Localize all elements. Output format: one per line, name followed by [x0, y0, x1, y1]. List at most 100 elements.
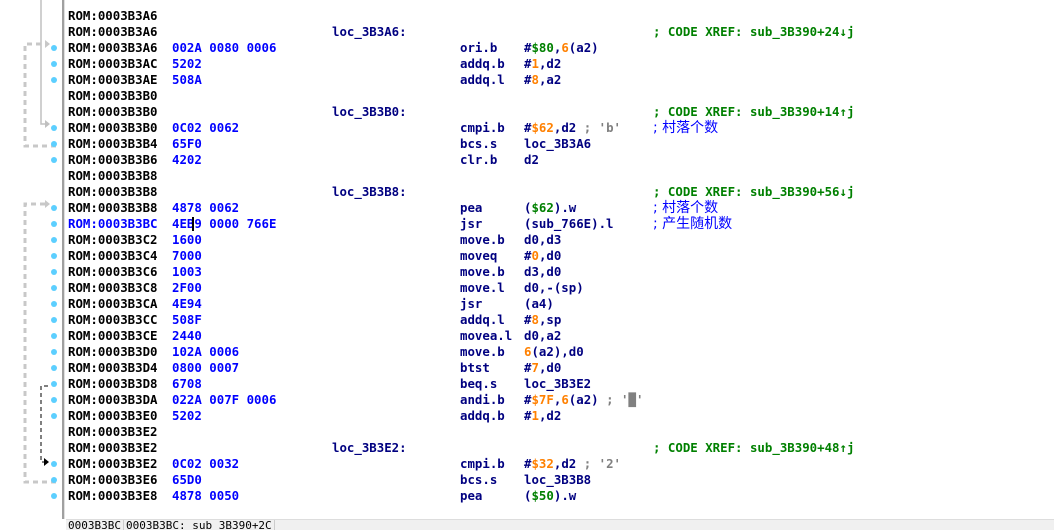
gutter-divider[interactable]	[62, 0, 65, 519]
label-line[interactable]: ROM:0003B3B8 loc_3B3B8: ; CODE XREF: sub_3…	[68, 184, 1054, 200]
operands[interactable]: #$80,6(a2)	[524, 40, 599, 56]
address[interactable]: ROM:0003B3AC	[68, 56, 158, 71]
operands[interactable]: d0,a2	[524, 328, 561, 344]
xref-comment[interactable]: ; CODE XREF: sub_3B390+48↑j	[653, 440, 855, 455]
address[interactable]: ROM:0003B3E6	[68, 472, 158, 487]
address[interactable]: ROM:0003B3E2	[68, 424, 158, 439]
operands[interactable]: loc_3B3A6	[524, 136, 591, 152]
address[interactable]: ROM:0003B3E0	[68, 408, 158, 423]
operands[interactable]: #$62,d2 ; 'b'	[524, 120, 621, 136]
operands[interactable]: 6(a2),d0	[524, 344, 584, 360]
address[interactable]: ROM:0003B3CA	[68, 296, 158, 311]
operands[interactable]: ($50).w	[524, 488, 576, 504]
breakpoint-dot-icon[interactable]	[51, 397, 57, 403]
address[interactable]: ROM:0003B3B8	[68, 200, 158, 215]
address[interactable]: ROM:0003B3A6	[68, 24, 158, 39]
address[interactable]: ROM:0003B3C8	[68, 280, 158, 295]
label-line[interactable]: ROM:0003B3A6 loc_3B3A6: ; CODE XREF: sub_3…	[68, 24, 1054, 40]
xref-comment[interactable]: ; CODE XREF: sub_3B390+24↓j	[653, 24, 855, 39]
breakpoint-dot-icon[interactable]	[51, 317, 57, 323]
address[interactable]: ROM:0003B3B0	[68, 120, 158, 135]
address[interactable]: ROM:0003B3E2	[68, 456, 158, 471]
code-label[interactable]: loc_3B3B8:	[332, 184, 407, 199]
operands[interactable]: d0,-(sp)	[524, 280, 584, 296]
breakpoint-dot-icon[interactable]	[51, 221, 57, 227]
label-line[interactable]: ROM:0003B3E2 loc_3B3E2: ; CODE XREF: sub_3…	[68, 440, 1054, 456]
operands[interactable]: ($62).w	[524, 200, 576, 216]
breakpoint-dot-icon[interactable]	[51, 477, 57, 483]
breakpoint-dot-icon[interactable]	[51, 253, 57, 259]
address[interactable]: ROM:0003B3AE	[68, 72, 158, 87]
address[interactable]: ROM:0003B3B8	[68, 184, 158, 199]
breakpoint-dot-icon[interactable]	[51, 205, 57, 211]
address[interactable]: ROM:0003B3DA	[68, 392, 158, 407]
breakpoint-dot-icon[interactable]	[51, 269, 57, 275]
breakpoint-dot-icon[interactable]	[51, 237, 57, 243]
breakpoint-dot-icon[interactable]	[51, 45, 57, 51]
address[interactable]: ROM:0003B3C4	[68, 248, 158, 263]
breakpoint-dot-icon[interactable]	[51, 301, 57, 307]
breakpoint-dot-icon[interactable]	[51, 493, 57, 499]
code-label[interactable]: loc_3B3B0:	[332, 104, 407, 119]
operands[interactable]: #1,d2	[524, 56, 561, 72]
breakpoint-dot-icon[interactable]	[51, 461, 57, 467]
address[interactable]: ROM:0003B3A6	[68, 40, 158, 55]
code-label[interactable]: loc_3B3E2:	[332, 440, 407, 455]
xref-comment[interactable]: ; CODE XREF: sub_3B390+14↑j	[653, 104, 855, 119]
operands[interactable]: loc_3B3B8	[524, 472, 591, 488]
operands[interactable]: #7,d0	[524, 360, 561, 376]
blank-line[interactable]: ROM:0003B3B0	[68, 88, 1054, 104]
operands[interactable]: #$32,d2 ; '2'	[524, 456, 621, 472]
operands[interactable]: loc_3B3E2	[524, 376, 591, 392]
breakpoint-dot-icon[interactable]	[51, 413, 57, 419]
address[interactable]: ROM:0003B3C6	[68, 264, 158, 279]
breakpoint-dot-icon[interactable]	[51, 77, 57, 83]
operands[interactable]: d3,d0	[524, 264, 561, 280]
operands[interactable]: #8,a2	[524, 72, 561, 88]
breakpoint-dot-icon[interactable]	[51, 285, 57, 291]
breakpoint-dot-icon[interactable]	[51, 381, 57, 387]
breakpoint-dot-icon[interactable]	[51, 365, 57, 371]
address[interactable]: ROM:0003B3CC	[68, 312, 158, 327]
operands[interactable]: #0,d0	[524, 248, 561, 264]
xref-comment[interactable]: ; CODE XREF: sub_3B390+56↓j	[653, 184, 855, 199]
breakpoint-dot-icon[interactable]	[51, 333, 57, 339]
blank-line[interactable]: ROM:0003B3A6	[68, 8, 1054, 24]
blank-line[interactable]: ROM:0003B3B8	[68, 168, 1054, 184]
address[interactable]: ROM:0003B3CE	[68, 328, 158, 343]
address[interactable]: ROM:0003B3B0	[68, 88, 158, 103]
address[interactable]: ROM:0003B3E8	[68, 488, 158, 503]
breakpoint-dot-icon[interactable]	[51, 141, 57, 147]
blank-line[interactable]: ROM:0003B3E2	[68, 424, 1054, 440]
address[interactable]: ROM:0003B3A6	[68, 8, 158, 23]
operands[interactable]: #1,d2	[524, 408, 561, 424]
operands[interactable]: #8,sp	[524, 312, 561, 328]
address[interactable]: ROM:0003B3C2	[68, 232, 158, 247]
operands[interactable]: (a4)	[524, 296, 554, 312]
address[interactable]: ROM:0003B3B6	[68, 152, 158, 167]
code-label[interactable]: loc_3B3A6:	[332, 24, 407, 39]
address[interactable]: ROM:0003B3E2	[68, 440, 158, 455]
